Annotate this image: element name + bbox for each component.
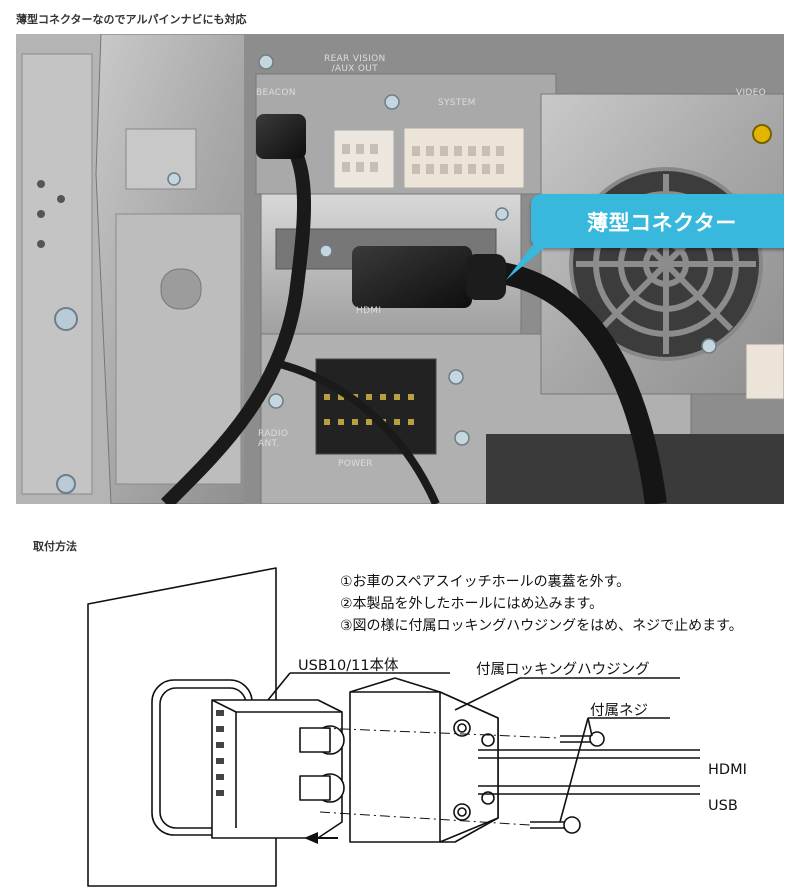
callout-pointer	[506, 234, 554, 280]
housing-label: 付属ロッキングハウジング	[476, 662, 650, 678]
step-2: ②本製品を外したホールにはめ込みます。	[340, 596, 604, 612]
radio-ant-label: RADIO ANT.	[258, 429, 289, 449]
thin-connector-callout: 薄型コネクター	[531, 194, 784, 248]
installation-steps: ①お車のスペアスイッチホールの裏蓋を外す。 ②本製品を外したホールにはめ込みます…	[340, 571, 743, 637]
beacon-label: BEACON	[256, 88, 296, 98]
page-heading: 薄型コネクターなのでアルパインナビにも対応	[16, 13, 247, 26]
video-label: VIDEO	[736, 88, 767, 98]
insert-arrow	[304, 832, 338, 844]
hdmi-cable-label: HDMI	[708, 762, 747, 778]
rear-vision-label: REAR VISION /AUX OUT	[324, 54, 386, 74]
section-title: 取付方法	[33, 540, 77, 553]
screw-label: 付属ネジ	[590, 703, 648, 719]
installation-diagram: ①お車のスペアスイッチホールの裏蓋を外す。 ②本製品を外したホールにはめ込みます…	[0, 560, 800, 892]
usb-cable-label: USB	[708, 798, 738, 814]
callout-text: 薄型コネクター	[587, 211, 737, 235]
hdmi-label: HDMI	[356, 306, 382, 316]
navi-back-panel-illustration	[16, 34, 784, 504]
system-label: SYSTEM	[438, 98, 476, 108]
navi-back-panel-photo: BEACON REAR VISION /AUX OUT SYSTEM VIDEO…	[16, 34, 784, 504]
step-3: ③図の様に付属ロッキングハウジングをはめ、ネジで止めます。	[340, 618, 743, 634]
installation-drawing	[87, 567, 700, 887]
body-label: USB10/11本体	[298, 658, 399, 674]
power-label: POWER	[338, 459, 373, 469]
step-1: ①お車のスペアスイッチホールの裏蓋を外す。	[340, 574, 631, 590]
